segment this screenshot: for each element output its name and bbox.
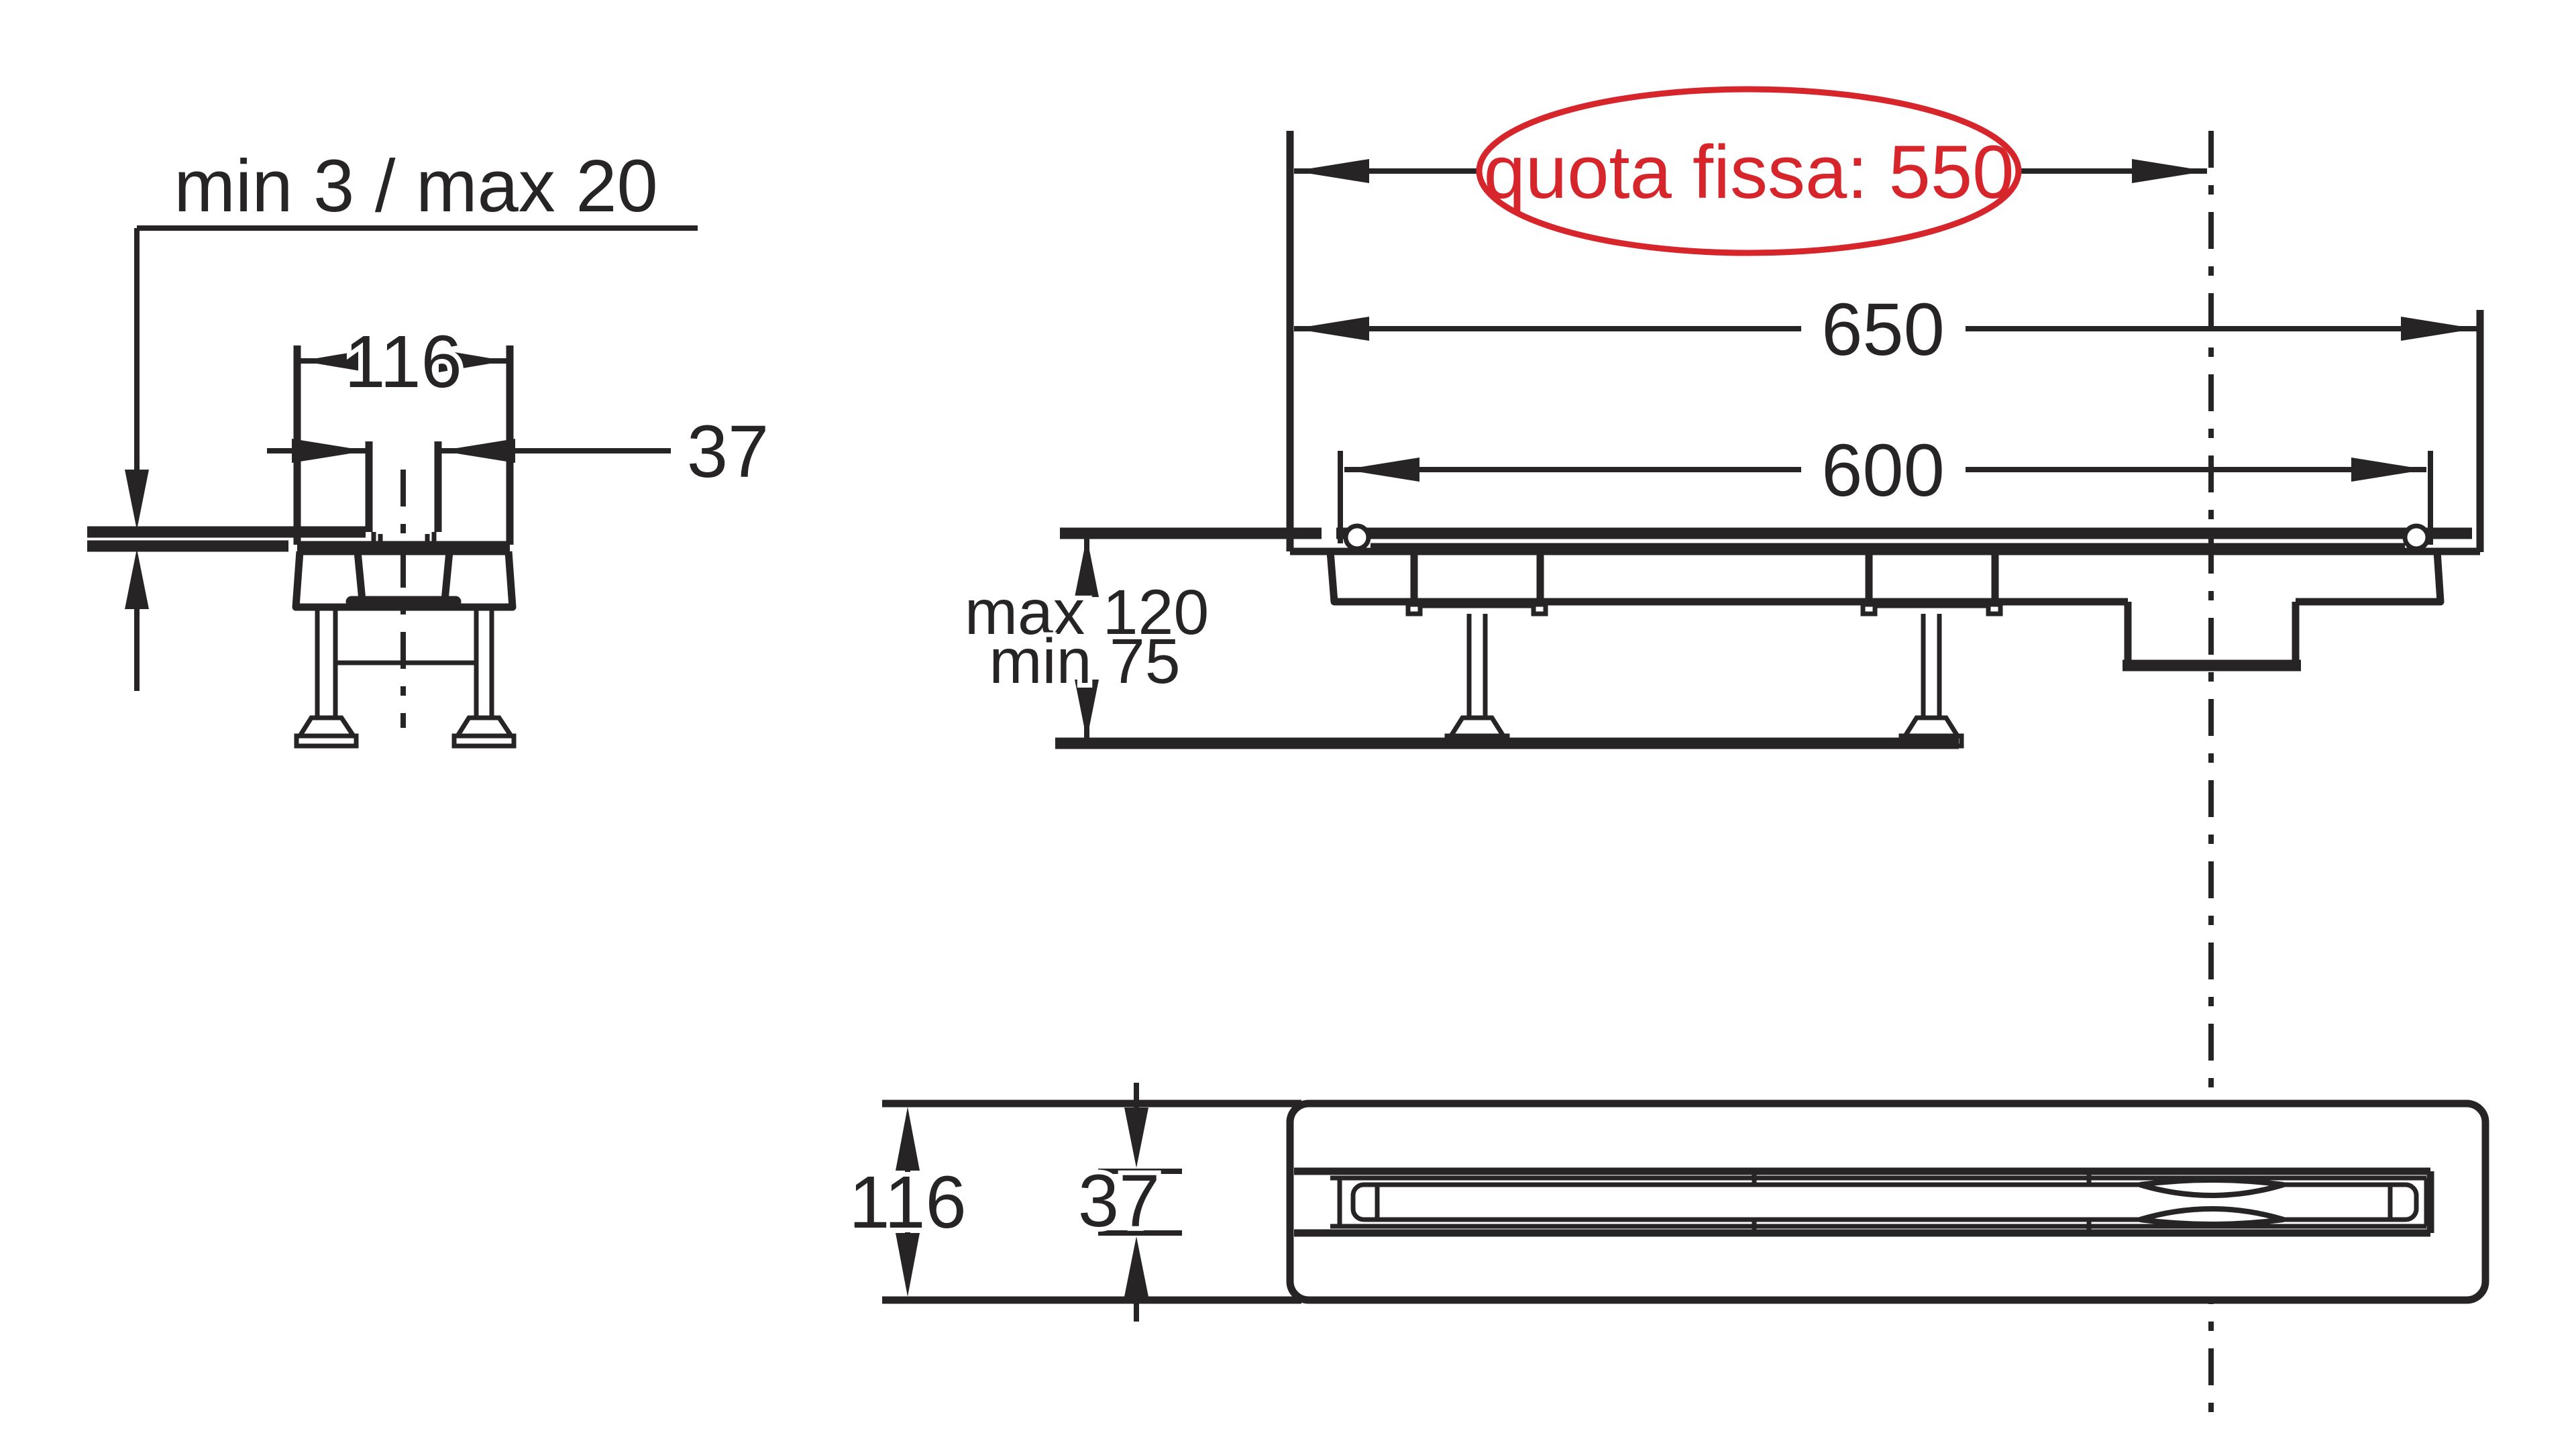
dim-slot-width: 37 <box>1073 1083 1182 1322</box>
grate-profile <box>371 532 437 545</box>
grate-cover <box>1350 1182 2419 1222</box>
arrow-up-icon <box>1075 537 1099 597</box>
overall-width-label: 116 <box>344 321 462 403</box>
arrow-down-icon <box>896 1233 920 1297</box>
drain-trap-walls <box>2124 602 2300 663</box>
foot-cone <box>1900 715 1962 739</box>
channel-body <box>1326 551 2445 606</box>
drain-cup-walls <box>354 551 453 601</box>
arrow-left-icon <box>301 350 368 372</box>
grate-end-ribs <box>1375 1185 2393 1220</box>
arrow-right-icon <box>2132 159 2207 183</box>
tile-thickness-label: min 3 / max 20 <box>174 145 657 227</box>
bracket-tab <box>1860 602 1878 616</box>
slot-outline <box>1294 1167 2434 1237</box>
drain-opening-top <box>2139 1177 2285 1198</box>
bracket-left <box>1405 551 1548 616</box>
dim-overall-length: 650 <box>1294 284 2480 376</box>
dim-body-length: 600 <box>1344 425 2426 517</box>
arrow-up-icon <box>125 549 149 609</box>
arrow-down-icon <box>1075 680 1099 740</box>
overall-length-label: 650 <box>1821 288 1945 371</box>
drain-opening-bottom <box>2139 1206 2285 1227</box>
slot-width-label: 37 <box>1078 1160 1160 1242</box>
arrow-right-icon <box>292 439 367 463</box>
bracket-tab <box>1531 602 1548 616</box>
arrow-down-icon <box>1124 1108 1148 1168</box>
arrow-left-icon <box>440 439 515 463</box>
dim-install-height: max 120 min 75 <box>960 533 1214 743</box>
arrow-right-icon <box>2351 458 2426 482</box>
gasket-right <box>2402 523 2430 551</box>
foot-cone <box>1446 715 1508 739</box>
arrow-left-icon <box>1294 159 1369 183</box>
arrow-right-icon <box>2401 317 2476 341</box>
slot-width-label: 37 <box>687 411 769 493</box>
bracket-tab <box>1986 602 2003 616</box>
legs <box>1466 614 1942 716</box>
foot-plate <box>294 733 359 749</box>
dim-tile-thickness: min 3 / max 20 <box>125 140 698 691</box>
channel-outline <box>1286 1099 2489 1304</box>
arrow-down-icon <box>125 470 149 530</box>
fixed-quota-label: quota fissa: 550 <box>1484 130 2015 214</box>
arrow-right-icon <box>439 350 506 372</box>
flange-lines <box>297 541 510 555</box>
arrow-left-icon <box>1294 317 1369 341</box>
arrow-up-icon <box>1124 1236 1148 1297</box>
foot-cone <box>453 715 516 739</box>
bracket-right <box>1860 551 2003 616</box>
install-height-min-label: min 75 <box>989 626 1180 697</box>
arrow-left-icon <box>1344 458 1419 482</box>
gasket-left <box>1343 523 1371 551</box>
side-elevation-view: quota fissa: 550 650 600 <box>960 86 2484 1426</box>
dim-extension-lines <box>1098 1169 1182 1236</box>
foot-left <box>294 715 359 749</box>
dim-fixed-quota: quota fissa: 550 <box>1294 86 2207 256</box>
overall-width-label: 116 <box>849 1161 966 1244</box>
foot-plate <box>451 733 517 749</box>
grate-frame <box>1337 1175 2429 1229</box>
foot-cone <box>295 715 358 739</box>
foot-right <box>451 715 517 749</box>
dim-overall-width: 116 <box>297 316 510 408</box>
dim-overall-width: 116 <box>844 1107 971 1297</box>
dim-slot-width: 37 <box>267 406 773 498</box>
plan-view: 116 37 <box>844 1083 2489 1322</box>
arrow-up-icon <box>896 1107 920 1171</box>
frame-stubs <box>1330 1175 1340 1229</box>
bracket-tab <box>1405 602 1423 616</box>
grate-joint-ticks <box>1752 1173 2092 1232</box>
bracket-outline <box>1863 551 2000 608</box>
bracket-outline <box>1408 551 1546 608</box>
cross-section-view: min 3 / max 20 116 37 <box>87 140 773 749</box>
highlight-ellipse <box>1476 86 2022 256</box>
body-length-label: 600 <box>1821 429 1945 512</box>
install-height-max-label: max 120 <box>965 577 1209 648</box>
